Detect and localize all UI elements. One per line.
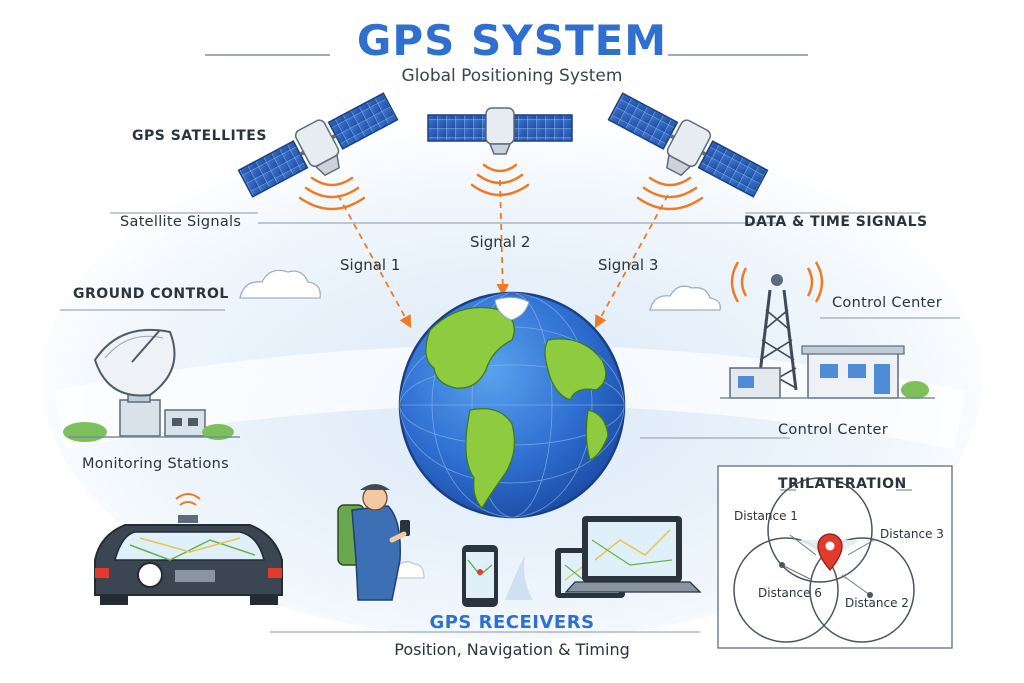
distance-1-label: Distance 1 [734,509,798,523]
data-time-signals-label: DATA & TIME SIGNALS [744,214,928,230]
trilateration-title: TRILATERATION [778,476,907,492]
distance-3-label: Distance 3 [880,527,944,541]
distance-6-label: Distance 6 [758,586,822,600]
page-subtitle: Global Positioning System [0,66,1024,86]
signal-2-label: Signal 2 [470,233,530,251]
globe-icon [400,293,624,517]
signal-1-label: Signal 1 [340,256,400,274]
signal-3-label: Signal 3 [598,256,658,274]
gps-satellites-label: GPS SATELLITES [132,128,267,144]
control-center-label-top: Control Center [832,295,942,311]
monitoring-stations-label: Monitoring Stations [82,456,229,472]
control-center-label-bottom: Control Center [778,422,888,438]
distance-2-label: Distance 2 [845,596,909,610]
satellite-signals-label: Satellite Signals [120,214,241,230]
gps-receivers-subtitle: Position, Navigation & Timing [0,640,1024,659]
gps-receivers-title: GPS RECEIVERS [0,612,1024,633]
page-title: GPS SYSTEM [0,16,1024,65]
ground-control-label: GROUND CONTROL [73,286,229,302]
smartphone-icon [462,545,498,607]
laptop-icon [566,516,700,592]
